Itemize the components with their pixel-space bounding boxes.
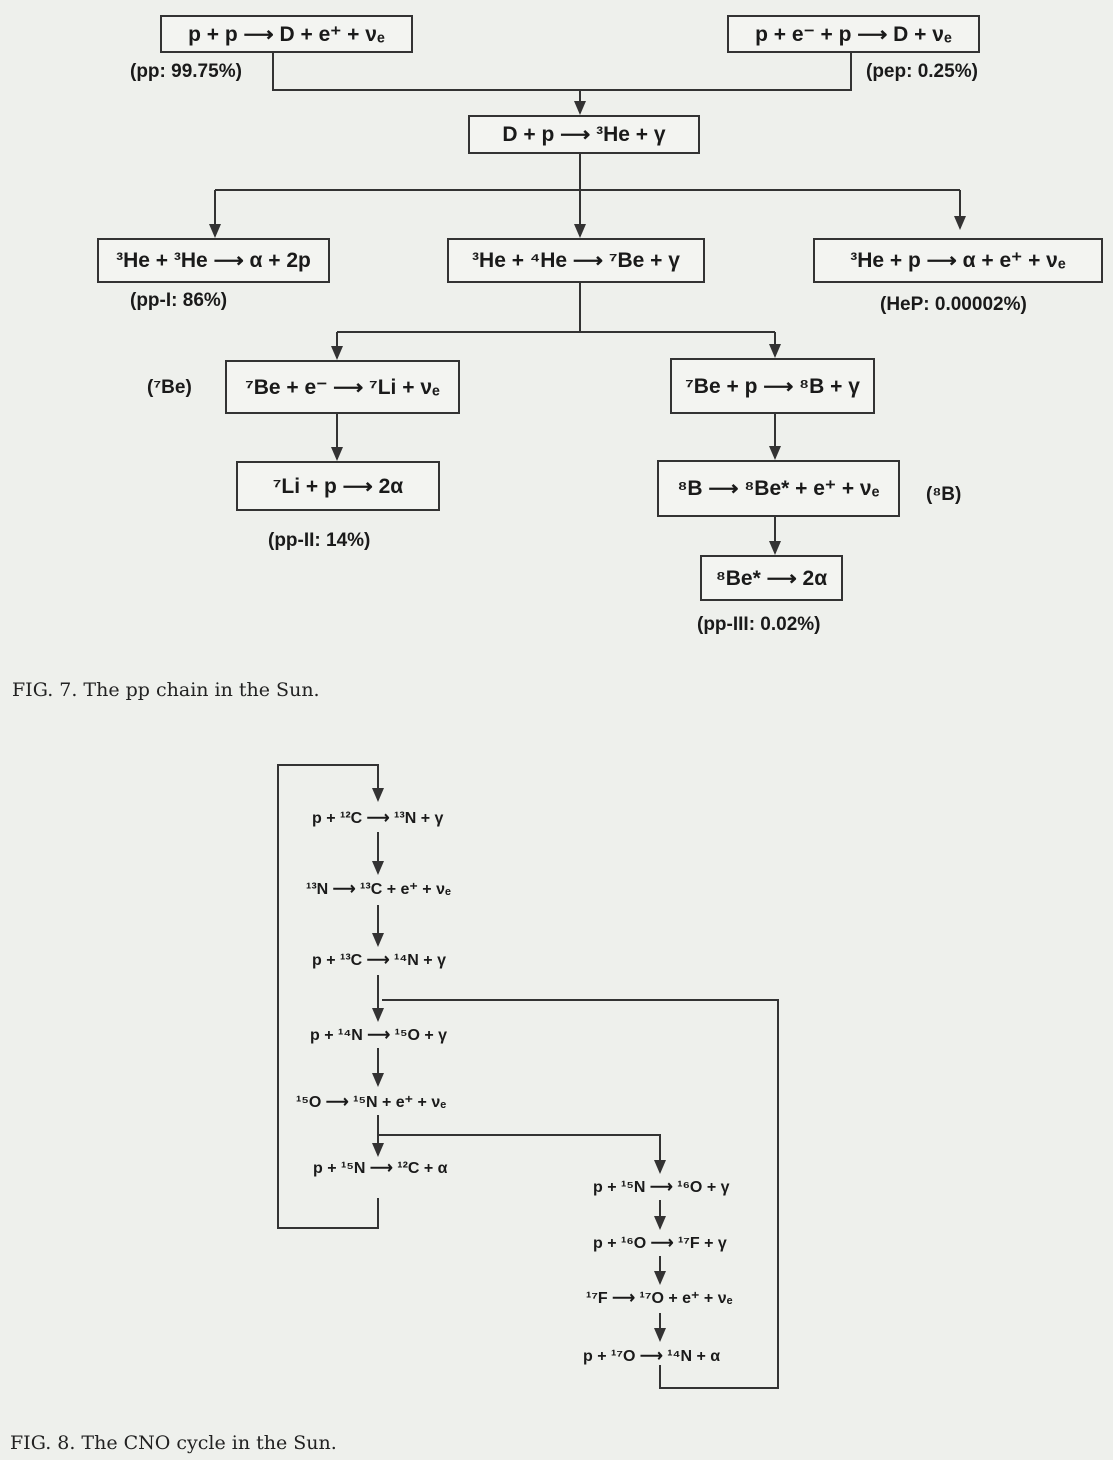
label-pp3-branch: (pp-III: 0.02%): [697, 614, 821, 635]
reaction-be7-proton: ⁷Be + p ⟶ ⁸B + γ: [670, 358, 875, 414]
reaction-he3-he4: ³He + ⁴He ⟶ ⁷Be + γ: [447, 238, 705, 283]
reaction-pp: p + p ⟶ D + e⁺ + νₑ: [160, 15, 413, 53]
label-be7-neutrino: (⁷Be): [147, 377, 192, 398]
reaction-pep: p + e⁻ + p ⟶ D + νₑ: [727, 15, 980, 53]
reaction-be7-electron: ⁷Be + e⁻ ⟶ ⁷Li + νₑ: [225, 360, 460, 414]
reaction-be8-decay: ⁸Be* ⟶ 2α: [700, 555, 843, 601]
reaction-he3-he3: ³He + ³He ⟶ α + 2p: [97, 238, 330, 283]
reaction-deuterium-proton: D + p ⟶ ³He + γ: [468, 115, 700, 154]
label-b8-neutrino: (⁸B): [926, 484, 962, 505]
label-pep-branch: (pep: 0.25%): [866, 61, 978, 82]
cno-reaction: p + ¹⁴N ⟶ ¹⁵O + γ: [310, 1027, 448, 1044]
cno-reaction: ¹⁵O ⟶ ¹⁵N + e⁺ + νₑ: [296, 1094, 447, 1111]
cno-reaction: p + ¹³C ⟶ ¹⁴N + γ: [312, 952, 446, 969]
reaction-li7-proton: ⁷Li + p ⟶ 2α: [236, 461, 440, 511]
label-hep-branch: (HeP: 0.00002%): [880, 294, 1027, 315]
cno-reaction: p + ¹⁵N ⟶ ¹²C + α: [313, 1160, 448, 1177]
figure-8-caption: FIG. 8. The CNO cycle in the Sun.: [10, 1432, 337, 1454]
label-pp1-branch: (pp-I: 86%): [130, 290, 228, 311]
cno-reaction: ¹³N ⟶ ¹³C + e⁺ + νₑ: [306, 881, 451, 898]
reaction-b8-decay: ⁸B ⟶ ⁸Be* + e⁺ + νₑ: [657, 460, 900, 517]
cno-branch-reaction: p + ¹⁷O ⟶ ¹⁴N + α: [583, 1348, 721, 1365]
cno-branch-reaction: p + ¹⁶O ⟶ ¹⁷F + γ: [593, 1235, 727, 1252]
cno-branch-reaction: p + ¹⁵N ⟶ ¹⁶O + γ: [593, 1179, 730, 1196]
cno-branch-reaction: ¹⁷F ⟶ ¹⁷O + e⁺ + νₑ: [586, 1290, 733, 1307]
label-pp-branch: (pp: 99.75%): [130, 61, 242, 82]
figure-7-caption: FIG. 7. The pp chain in the Sun.: [12, 679, 320, 701]
label-pp2-branch: (pp-II: 14%): [268, 530, 371, 551]
cno-reaction: p + ¹²C ⟶ ¹³N + γ: [312, 810, 444, 827]
reaction-hep: ³He + p ⟶ α + e⁺ + νₑ: [813, 238, 1103, 283]
